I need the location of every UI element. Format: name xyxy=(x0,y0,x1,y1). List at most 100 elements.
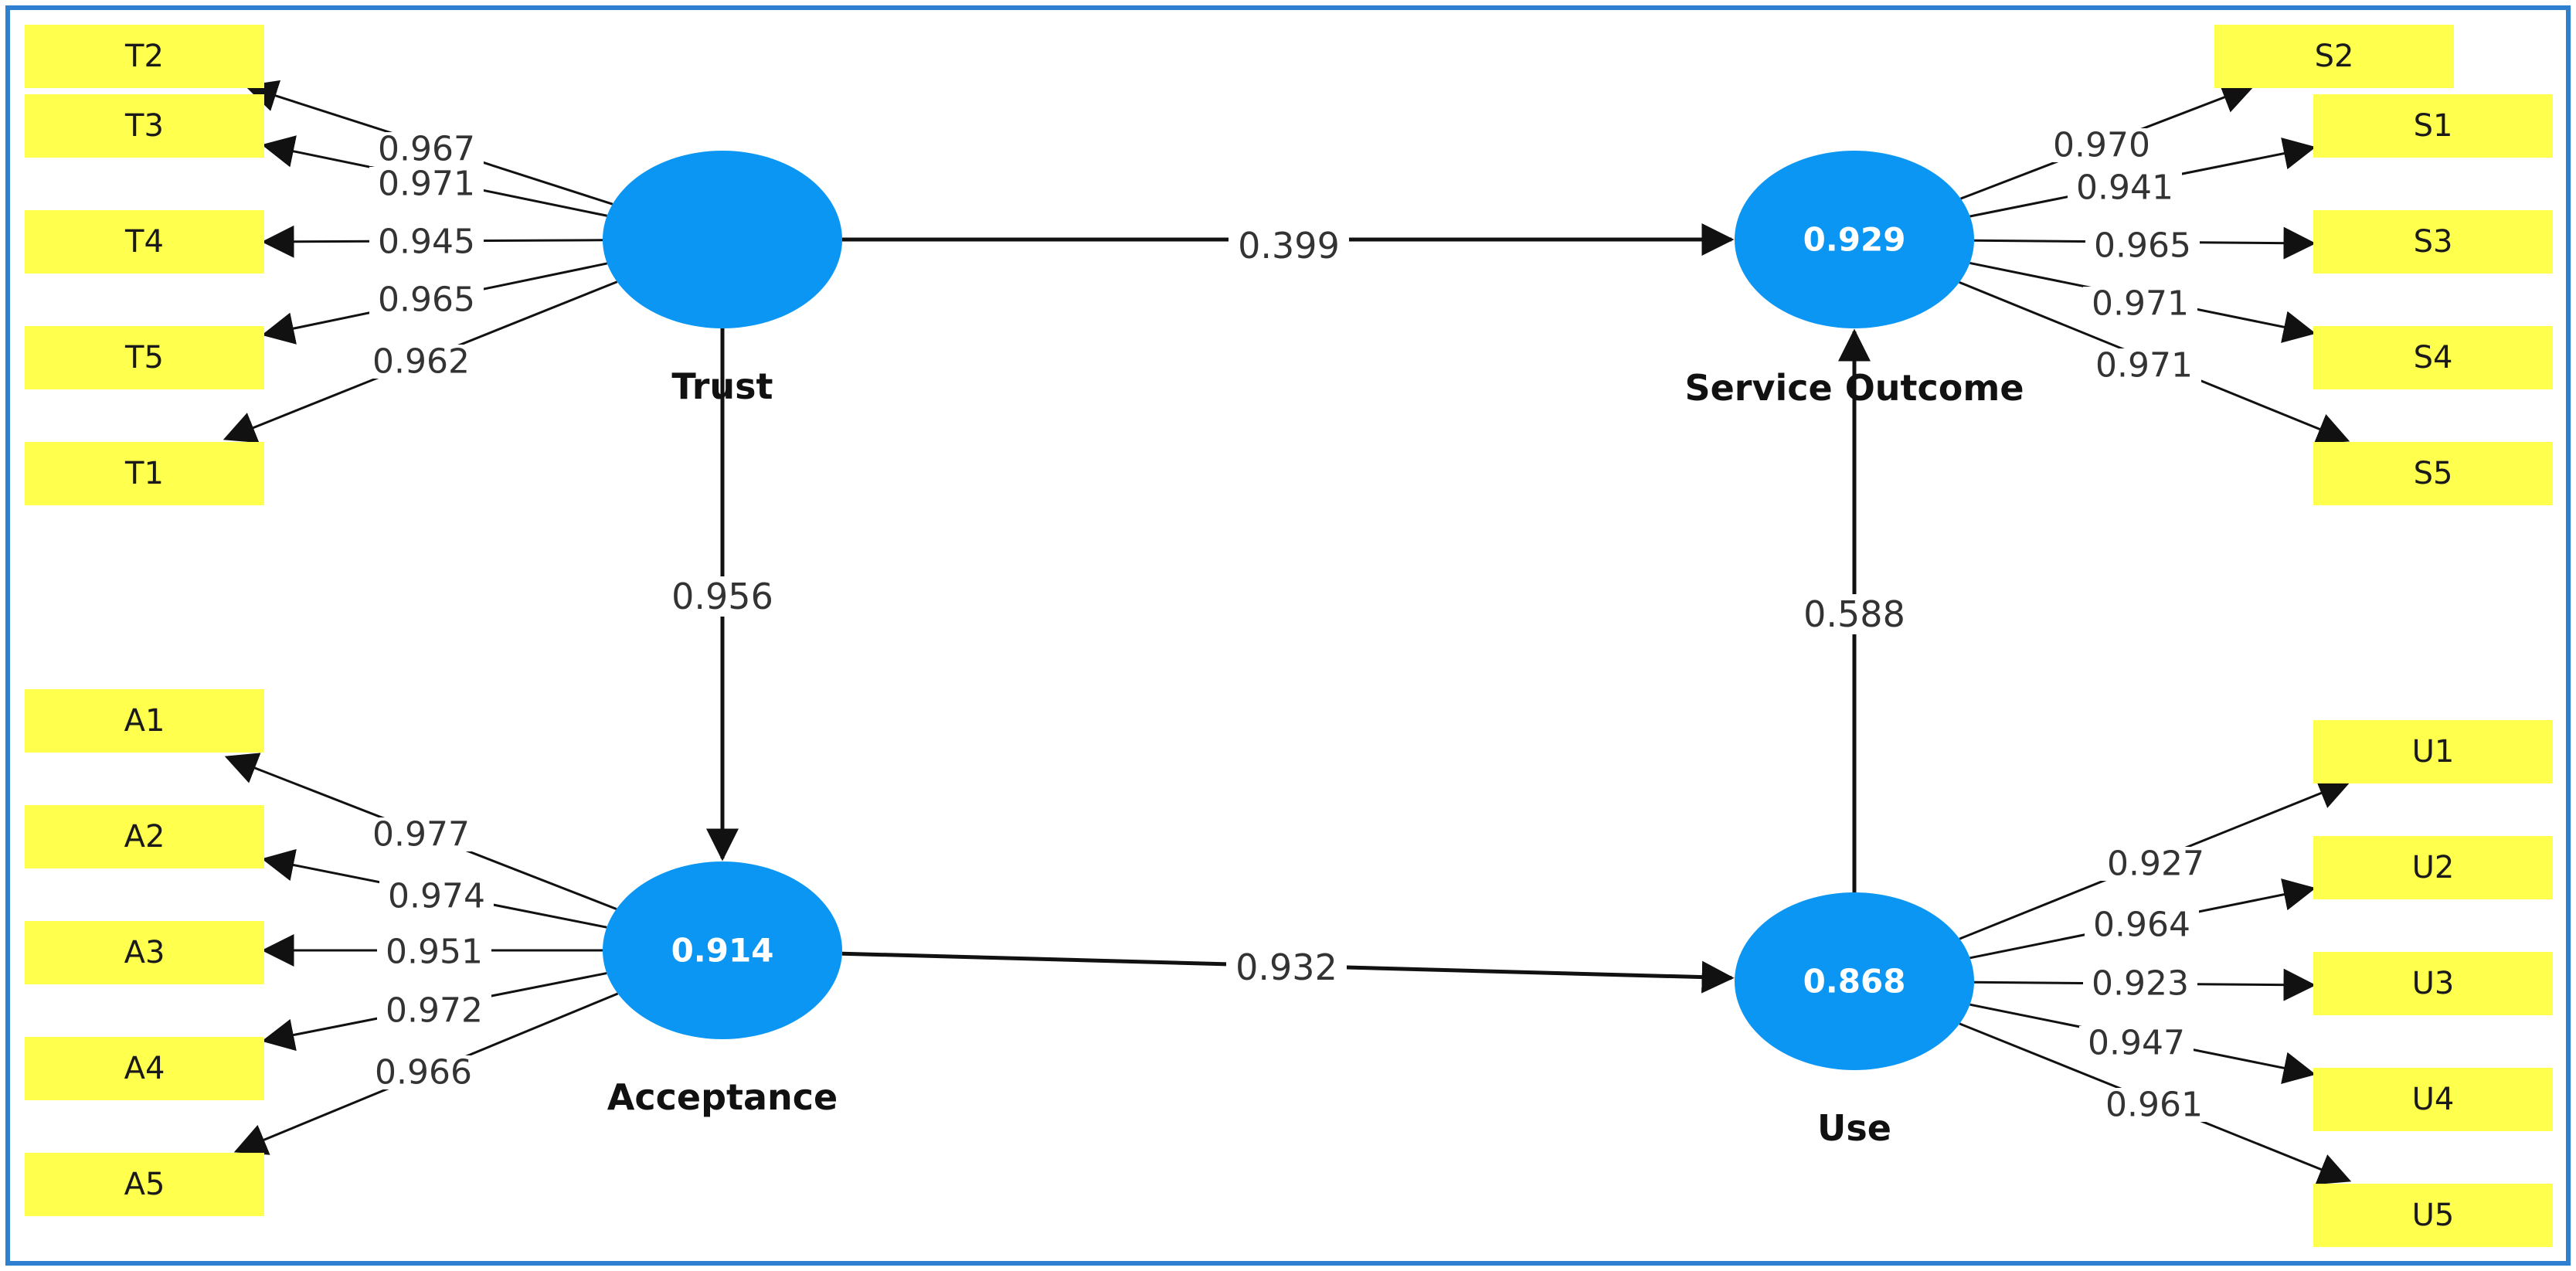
loading-label-U5: 0.961 xyxy=(2097,1086,2211,1125)
loading-label-A2-text: 0.974 xyxy=(388,877,485,916)
loading-label-U3-text: 0.923 xyxy=(2092,964,2189,1004)
path-coefficient-use-service-text: 0.588 xyxy=(1803,593,1905,635)
construct-circle xyxy=(603,151,842,328)
indicator-U3[interactable]: U3 xyxy=(2313,952,2553,1015)
loading-label-A4: 0.972 xyxy=(377,991,491,1031)
indicator-T1[interactable]: T1 xyxy=(25,442,264,505)
loading-label-T2-bg xyxy=(369,132,484,166)
loading-label-U2: 0.964 xyxy=(2085,906,2199,945)
indicator-box xyxy=(25,689,264,753)
path-coefficient-trust-acceptance-bg xyxy=(662,576,783,617)
indicator-box xyxy=(2313,210,2553,274)
loading-label-U3-bg xyxy=(2083,967,2197,1001)
indicator-T4[interactable]: T4 xyxy=(25,210,264,274)
loading-label-S3: 0.965 xyxy=(2085,226,2200,266)
loading-label-T1: 0.962 xyxy=(364,342,478,382)
loading-label-U4-bg xyxy=(2079,1026,2194,1060)
indicator-box xyxy=(25,442,264,505)
loading-label-T3-bg xyxy=(369,167,484,201)
loading-label-T1-text: 0.962 xyxy=(372,342,470,382)
indicator-S5[interactable]: S5 xyxy=(2313,442,2553,505)
loading-label-A1: 0.977 xyxy=(364,815,478,855)
loading-label-S5-text: 0.971 xyxy=(2095,346,2193,386)
loading-label-S4-bg xyxy=(2083,287,2197,321)
loading-label-T3: 0.971 xyxy=(369,165,484,204)
loading-label-U5-bg xyxy=(2097,1088,2211,1122)
indicator-label: A4 xyxy=(124,1051,165,1086)
indicator-box xyxy=(2313,952,2553,1015)
loading-label-S2-text: 0.970 xyxy=(2053,126,2150,165)
indicator-A3[interactable]: A3 xyxy=(25,921,264,984)
indicator-label: A3 xyxy=(124,935,165,970)
indicator-U4[interactable]: U4 xyxy=(2313,1068,2553,1131)
indicator-box xyxy=(25,326,264,389)
loading-label-A4-text: 0.972 xyxy=(386,991,483,1031)
indicator-S4[interactable]: S4 xyxy=(2313,326,2553,389)
indicator-label: U5 xyxy=(2412,1198,2455,1233)
indicator-T5[interactable]: T5 xyxy=(25,326,264,389)
loading-label-A1-text: 0.977 xyxy=(372,815,470,855)
indicator-label: U1 xyxy=(2412,734,2455,770)
indicator-box xyxy=(2313,1068,2553,1131)
loading-label-S2: 0.970 xyxy=(2044,126,2159,165)
loading-label-T2: 0.967 xyxy=(369,130,484,169)
construct-r2-value: 0.929 xyxy=(1803,221,1906,259)
indicator-A1[interactable]: A1 xyxy=(25,689,264,753)
indicator-box xyxy=(25,921,264,984)
indicator-T2[interactable]: T2 xyxy=(25,25,264,88)
loading-label-T2-text: 0.967 xyxy=(378,130,475,169)
indicator-A2[interactable]: A2 xyxy=(25,805,264,868)
construct-trust[interactable]: Trust xyxy=(603,151,842,407)
indicator-U2[interactable]: U2 xyxy=(2313,836,2553,899)
loading-label-S3-bg xyxy=(2085,229,2200,263)
indicator-U1[interactable]: U1 xyxy=(2313,720,2553,783)
indicator-label: S4 xyxy=(2414,340,2453,376)
loading-label-U3: 0.923 xyxy=(2083,964,2197,1004)
loading-label-S4: 0.971 xyxy=(2083,284,2197,324)
indicator-A5[interactable]: A5 xyxy=(25,1153,264,1216)
indicator-box xyxy=(25,210,264,274)
loading-label-S5-bg xyxy=(2087,348,2201,382)
indicator-box xyxy=(2214,25,2454,88)
path-coefficient-acceptance-use-text: 0.932 xyxy=(1235,946,1337,988)
indicator-box xyxy=(25,1153,264,1216)
indicator-box xyxy=(2313,442,2553,505)
indicator-S3[interactable]: S3 xyxy=(2313,210,2553,274)
indicator-S2[interactable]: S2 xyxy=(2214,25,2454,88)
indicator-label: A5 xyxy=(124,1167,165,1202)
loading-label-S2-bg xyxy=(2044,128,2159,162)
loading-label-A3: 0.951 xyxy=(377,933,491,972)
indicator-label: S1 xyxy=(2414,108,2453,144)
indicator-U5[interactable]: U5 xyxy=(2313,1184,2553,1247)
indicator-box xyxy=(2313,836,2553,899)
loading-label-U4-text: 0.947 xyxy=(2088,1024,2185,1063)
loading-label-T3-text: 0.971 xyxy=(378,165,475,204)
loading-label-A5: 0.966 xyxy=(366,1053,481,1093)
indicator-label: T3 xyxy=(124,108,164,144)
indicator-A4[interactable]: A4 xyxy=(25,1037,264,1100)
indicator-T3[interactable]: T3 xyxy=(25,94,264,158)
loading-label-U1-text: 0.927 xyxy=(2107,845,2204,884)
loading-label-S1: 0.941 xyxy=(2068,168,2182,208)
loading-label-A3-text: 0.951 xyxy=(386,933,483,972)
indicator-S1[interactable]: S1 xyxy=(2313,94,2553,158)
path-coefficient-trust-acceptance: 0.956 xyxy=(662,576,783,617)
construct-name: Trust xyxy=(671,365,773,407)
loading-label-A4-bg xyxy=(377,994,491,1028)
loading-label-A1-bg xyxy=(364,817,478,851)
path-coefficient-acceptance-use: 0.932 xyxy=(1226,946,1347,988)
loading-label-S5: 0.971 xyxy=(2087,346,2201,386)
indicator-label: T1 xyxy=(124,456,164,491)
loading-label-S1-text: 0.941 xyxy=(2076,168,2173,208)
indicator-label: A2 xyxy=(124,819,165,855)
path-coefficient-trust-service: 0.399 xyxy=(1229,225,1349,267)
loading-label-T4-bg xyxy=(369,225,484,259)
loading-label-U4: 0.947 xyxy=(2079,1024,2194,1063)
indicator-label: S3 xyxy=(2414,224,2453,260)
indicator-box xyxy=(2313,720,2553,783)
